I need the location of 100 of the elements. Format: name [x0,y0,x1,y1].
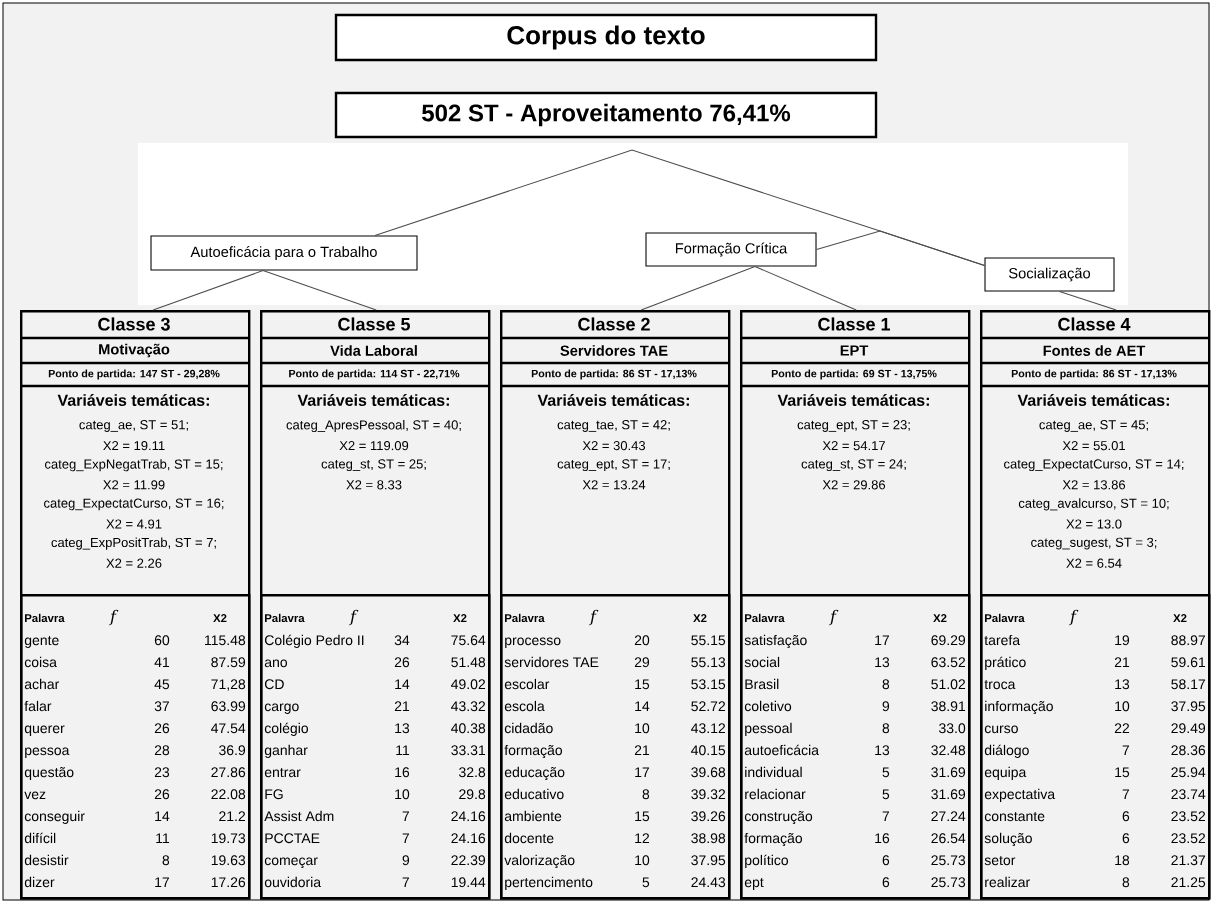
frequency-value: 45 [154,679,170,690]
chi-square-value: 19.73 [211,833,246,844]
word-entry: construção [744,810,813,824]
frequency-value: 11 [396,745,410,755]
column-header: Palavra [505,613,545,623]
frequency-value: 13 [395,723,410,734]
chi-square-value: 58.17 [1171,679,1205,690]
starting-point-text: Ponto de partida: 86 ST - 17,13% [531,369,697,380]
frequency-value: 6 [882,855,890,866]
variable-text: X2 = 30.43 [582,441,646,451]
frequency-value: 29 [634,657,650,668]
word-entry: Brasil [745,678,779,690]
branch-label-box: Formação Crítica [645,232,817,267]
connector-line [640,266,756,311]
chi-square-value: 19.44 [451,877,486,888]
chi-square-value: 29.8 [459,789,486,800]
chi-square-value: 69.29 [931,635,966,646]
chi-square-value: 47.54 [211,723,246,734]
class-title: Servidores TAE [560,345,668,356]
frequency-value: 17 [875,635,889,645]
word-entry: pertencimento [505,876,593,890]
variables-heading: Variáveis temáticas: [297,394,449,406]
word-entry: ouvidoria [264,876,322,888]
word-entry: relacionar [745,788,806,800]
word-entry: ept [744,878,764,890]
chi-square-value: 22.39 [451,855,486,866]
column-header: X2 [1173,614,1187,622]
variable-text: categ_ExpectatCurso, ST = 14; [1004,459,1184,472]
variable-text: categ_st, ST = 25; [321,459,426,472]
chi-square-value: 37.95 [1171,701,1206,712]
chi-square-value: 43.32 [451,701,485,712]
frequency-value: 6 [882,877,890,888]
chi-square-value: 63.52 [931,657,965,668]
column-header: f [829,609,839,626]
word-entry: docente [504,832,554,844]
column-header: Palavra [25,613,65,623]
frequency-value: 5 [882,789,890,800]
frequency-value: 5 [642,877,650,888]
chi-square-value: 53.15 [691,679,726,690]
frequency-value: 8 [642,789,650,800]
chi-square-value: 31.69 [931,789,966,800]
frequency-value: 18 [1115,855,1130,866]
frequency-value: 17 [155,877,169,887]
variable-text: X2 = 11.99 [103,480,165,490]
branch-label-box: Socialização [984,257,1115,292]
variable-text: categ_ept, ST = 23; [797,420,910,432]
frequency-value: 20 [634,635,650,646]
chi-square-value: 33.0 [939,723,966,734]
starting-point-text: Ponto de partida: 147 ST - 29,28% [48,369,220,380]
variable-text: X2 = 4.91 [106,519,162,529]
frequency-value: 6 [1122,811,1130,822]
chi-square-value: 21.37 [1171,855,1205,866]
chi-square-value: 40.38 [451,723,486,734]
column-header: X2 [213,614,227,622]
chi-square-value: 33.31 [451,745,486,756]
connector-line [816,230,985,267]
word-entry: difícil [24,832,56,844]
frequency-value: 10 [395,789,410,800]
word-entry: individual [745,766,802,778]
frequency-value: 26 [154,789,170,800]
word-entry: autoeficácia [744,744,819,756]
chi-square-value: 39.32 [691,789,725,800]
variable-text: X2 = 13.86 [1062,480,1126,490]
chi-square-value: 17.26 [211,877,246,888]
word-entry: Assist Adm [264,810,334,822]
chi-square-value: 25.73 [931,855,966,866]
chi-square-value: 55.15 [691,635,726,646]
column-header: Palavra [985,613,1025,623]
word-entry: desistir [24,854,69,866]
word-entry: conseguir [24,810,85,824]
word-entry: entrar [264,768,301,778]
word-entry: troca [984,680,1016,690]
frequency-value: 19 [1115,635,1130,646]
frequency-value: 7 [402,811,409,821]
chi-square-value: 115.48 [205,635,246,646]
chi-square-value: 51.02 [931,679,965,690]
word-entry: dizer [24,876,55,888]
frequency-value: 22 [1114,723,1130,733]
word-entry: educativo [504,788,564,800]
variable-text: categ_tae, ST = 42; [557,420,670,432]
frequency-value: 16 [875,833,890,844]
frequency-value: 34 [394,635,410,646]
variable-text: X2 = 19.11 [103,441,165,451]
summary-box: 502 ST - Aproveitamento 76,41% [334,91,878,139]
frequency-value: 26 [394,657,410,668]
frequency-value: 15 [1115,767,1130,778]
connector-line [152,270,264,311]
starting-point-text: Ponto de partida: 86 ST - 17,13% [1011,369,1177,380]
chi-square-value: 28.36 [1171,745,1206,756]
word-entry: prático [985,656,1026,670]
column-header: X2 [693,614,707,622]
variables-heading: Variáveis temáticas: [537,394,689,406]
word-entry: PCCTAE [265,833,320,844]
column-header: X2 [453,614,467,622]
column-header: f [1069,609,1079,626]
frequency-value: 9 [402,855,410,866]
word-entry: pessoa [25,747,70,758]
chi-square-value: 38.98 [691,833,726,844]
variable-text: categ_st, ST = 24; [801,459,906,472]
word-entry: ambiente [504,810,562,822]
